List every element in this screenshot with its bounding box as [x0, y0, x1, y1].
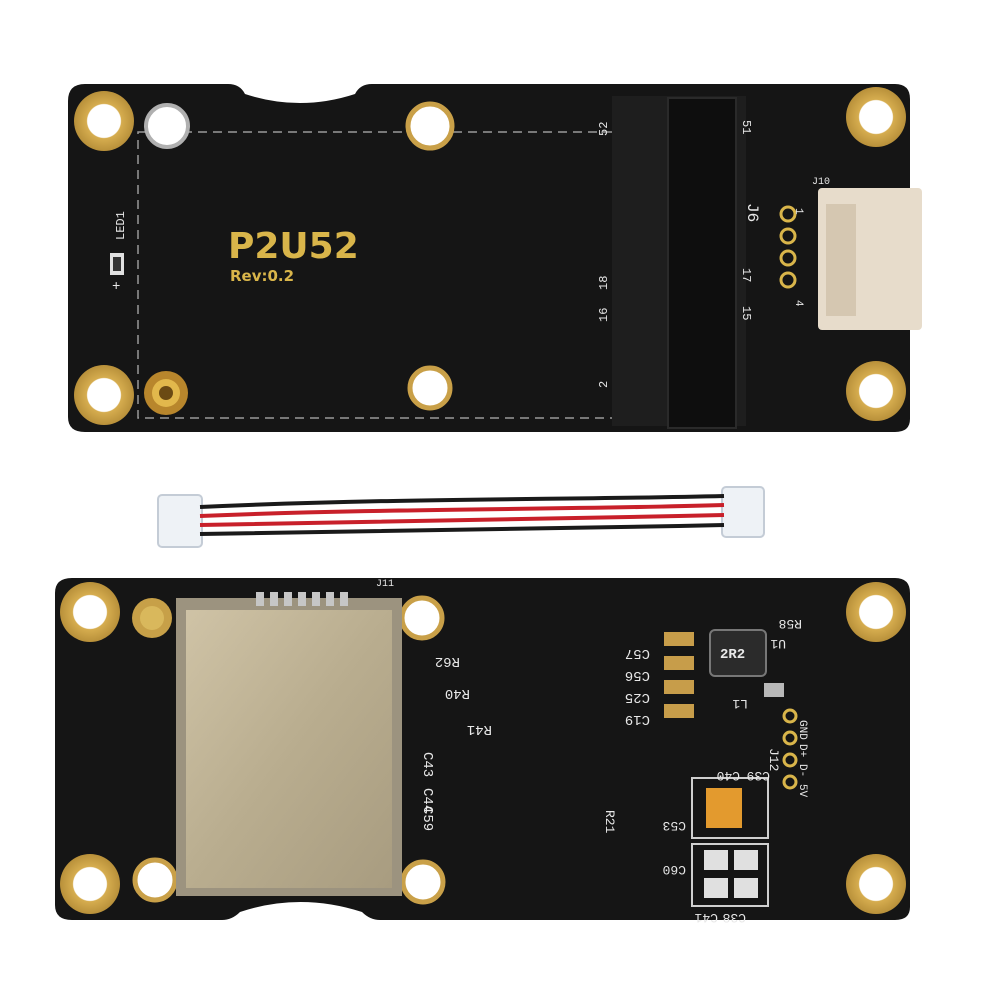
header-pin-label: D-	[796, 764, 808, 777]
pin-label: 17	[739, 268, 753, 282]
header-pin-label: D+	[796, 744, 808, 757]
led-polarity: +	[112, 279, 120, 295]
ref-label: C19	[625, 711, 650, 727]
header-pin-label: GND	[796, 720, 808, 740]
ref-label: C60	[663, 862, 686, 877]
ref-label: C59	[419, 806, 435, 831]
cable	[157, 486, 765, 548]
led-label: LED1	[114, 211, 128, 240]
mount-hole-icon	[846, 854, 906, 914]
inductor	[709, 629, 767, 677]
sd-card-slot	[186, 610, 392, 888]
revision-label: Rev:0.2	[230, 267, 294, 285]
mount-hole-icon	[846, 361, 906, 421]
header-ref: J12	[766, 748, 781, 771]
header-pin-last: 4	[792, 300, 804, 307]
mount-hole-icon	[74, 91, 134, 151]
ref-label: C57	[625, 645, 650, 661]
model-label: P2U52	[228, 226, 359, 267]
top-board	[68, 84, 922, 432]
pin-label: 15	[739, 306, 753, 320]
ref-label: R58	[779, 616, 802, 631]
ref-label: C25	[625, 689, 650, 705]
ref-label: R40	[445, 685, 470, 701]
ref-label: L1	[732, 696, 748, 711]
mount-hole-icon	[74, 365, 134, 425]
ref-label: R41	[467, 721, 492, 737]
ref-label: C38	[723, 910, 746, 925]
ref-label: C39	[747, 768, 770, 783]
ref-label: C56	[625, 667, 650, 683]
header-pin-label: 5V	[796, 784, 808, 798]
bottom-board	[55, 578, 910, 920]
pin-label: 18	[597, 276, 611, 290]
ref-label: C44	[419, 788, 435, 813]
ref-label: U1	[770, 636, 786, 651]
header-ref: J10	[812, 177, 830, 188]
card-slot-ref: J11	[376, 579, 394, 590]
ref-label: R21	[602, 810, 617, 834]
pin-label: 51	[739, 120, 753, 134]
mount-hole-icon	[846, 582, 906, 642]
ref-label: C53	[663, 818, 686, 833]
pin-label: 16	[597, 308, 611, 322]
ref-label: C43	[419, 752, 435, 777]
ref-label: C41	[694, 910, 718, 925]
pin-label: 52	[597, 122, 611, 136]
ref-label: R62	[435, 653, 460, 669]
pin-label: 2	[597, 381, 611, 388]
mount-hole-icon	[846, 87, 906, 147]
mount-hole-icon	[60, 854, 120, 914]
ref-label: C40	[717, 768, 740, 783]
inductor-marking: 2R2	[720, 647, 745, 663]
connector-ref: J6	[743, 203, 761, 222]
mount-hole-icon	[60, 582, 120, 642]
header-pin-first: 1	[792, 208, 804, 215]
